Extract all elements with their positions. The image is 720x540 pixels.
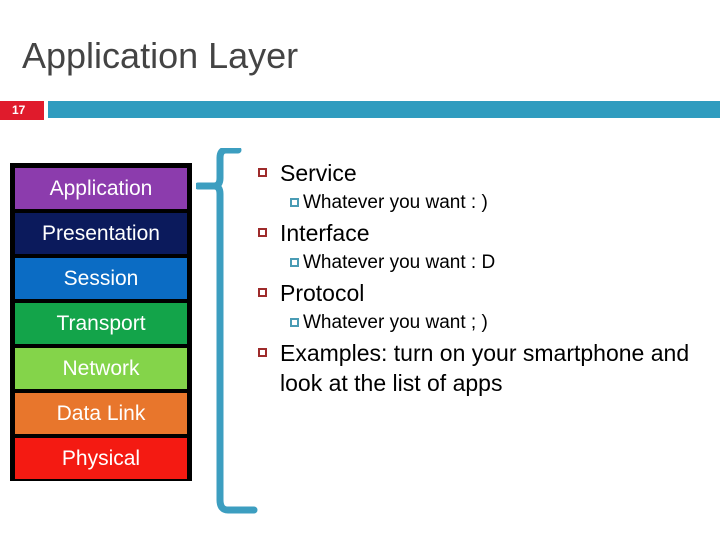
curly-brace-connector-icon [196, 148, 258, 514]
bullet-text: Whatever you want : ) [303, 192, 488, 213]
bullet-text: Protocol [280, 280, 365, 306]
bullet-text: Interface [280, 220, 370, 246]
osi-layer-application: Application [15, 168, 187, 209]
osi-layer-physical: Physical [15, 438, 187, 479]
bullet-text: Examples: turn on your smartphone and lo… [280, 340, 690, 396]
square-bullet-icon [258, 168, 267, 177]
small-square-bullet-icon [290, 198, 299, 207]
slide-number-badge: 17 [0, 101, 44, 120]
header-accent-bar [48, 101, 720, 118]
bullet-item-level2: Whatever you want : D [258, 250, 710, 276]
square-bullet-icon [258, 348, 267, 357]
bullet-item-level1: Examples: turn on your smartphone and lo… [258, 338, 710, 398]
bullet-text: Service [280, 160, 357, 186]
bullet-item-level1: Service [258, 158, 710, 188]
header-band: 17 [0, 101, 720, 120]
bullet-text: Whatever you want ; ) [303, 312, 488, 333]
small-square-bullet-icon [290, 318, 299, 327]
osi-layer-data-link: Data Link [15, 393, 187, 434]
bullet-item-level1: Protocol [258, 278, 710, 308]
osi-layer-session: Session [15, 258, 187, 299]
bullet-text: Whatever you want : D [303, 252, 496, 273]
bullet-item-level2: Whatever you want ; ) [258, 310, 710, 336]
square-bullet-icon [258, 288, 267, 297]
osi-layer-presentation: Presentation [15, 213, 187, 254]
page-title: Application Layer [22, 35, 299, 76]
osi-layer-transport: Transport [15, 303, 187, 344]
small-square-bullet-icon [290, 258, 299, 267]
bullet-item-level2: Whatever you want : ) [258, 190, 710, 216]
osi-layer-network: Network [15, 348, 187, 389]
square-bullet-icon [258, 228, 267, 237]
bullet-item-level1: Interface [258, 218, 710, 248]
